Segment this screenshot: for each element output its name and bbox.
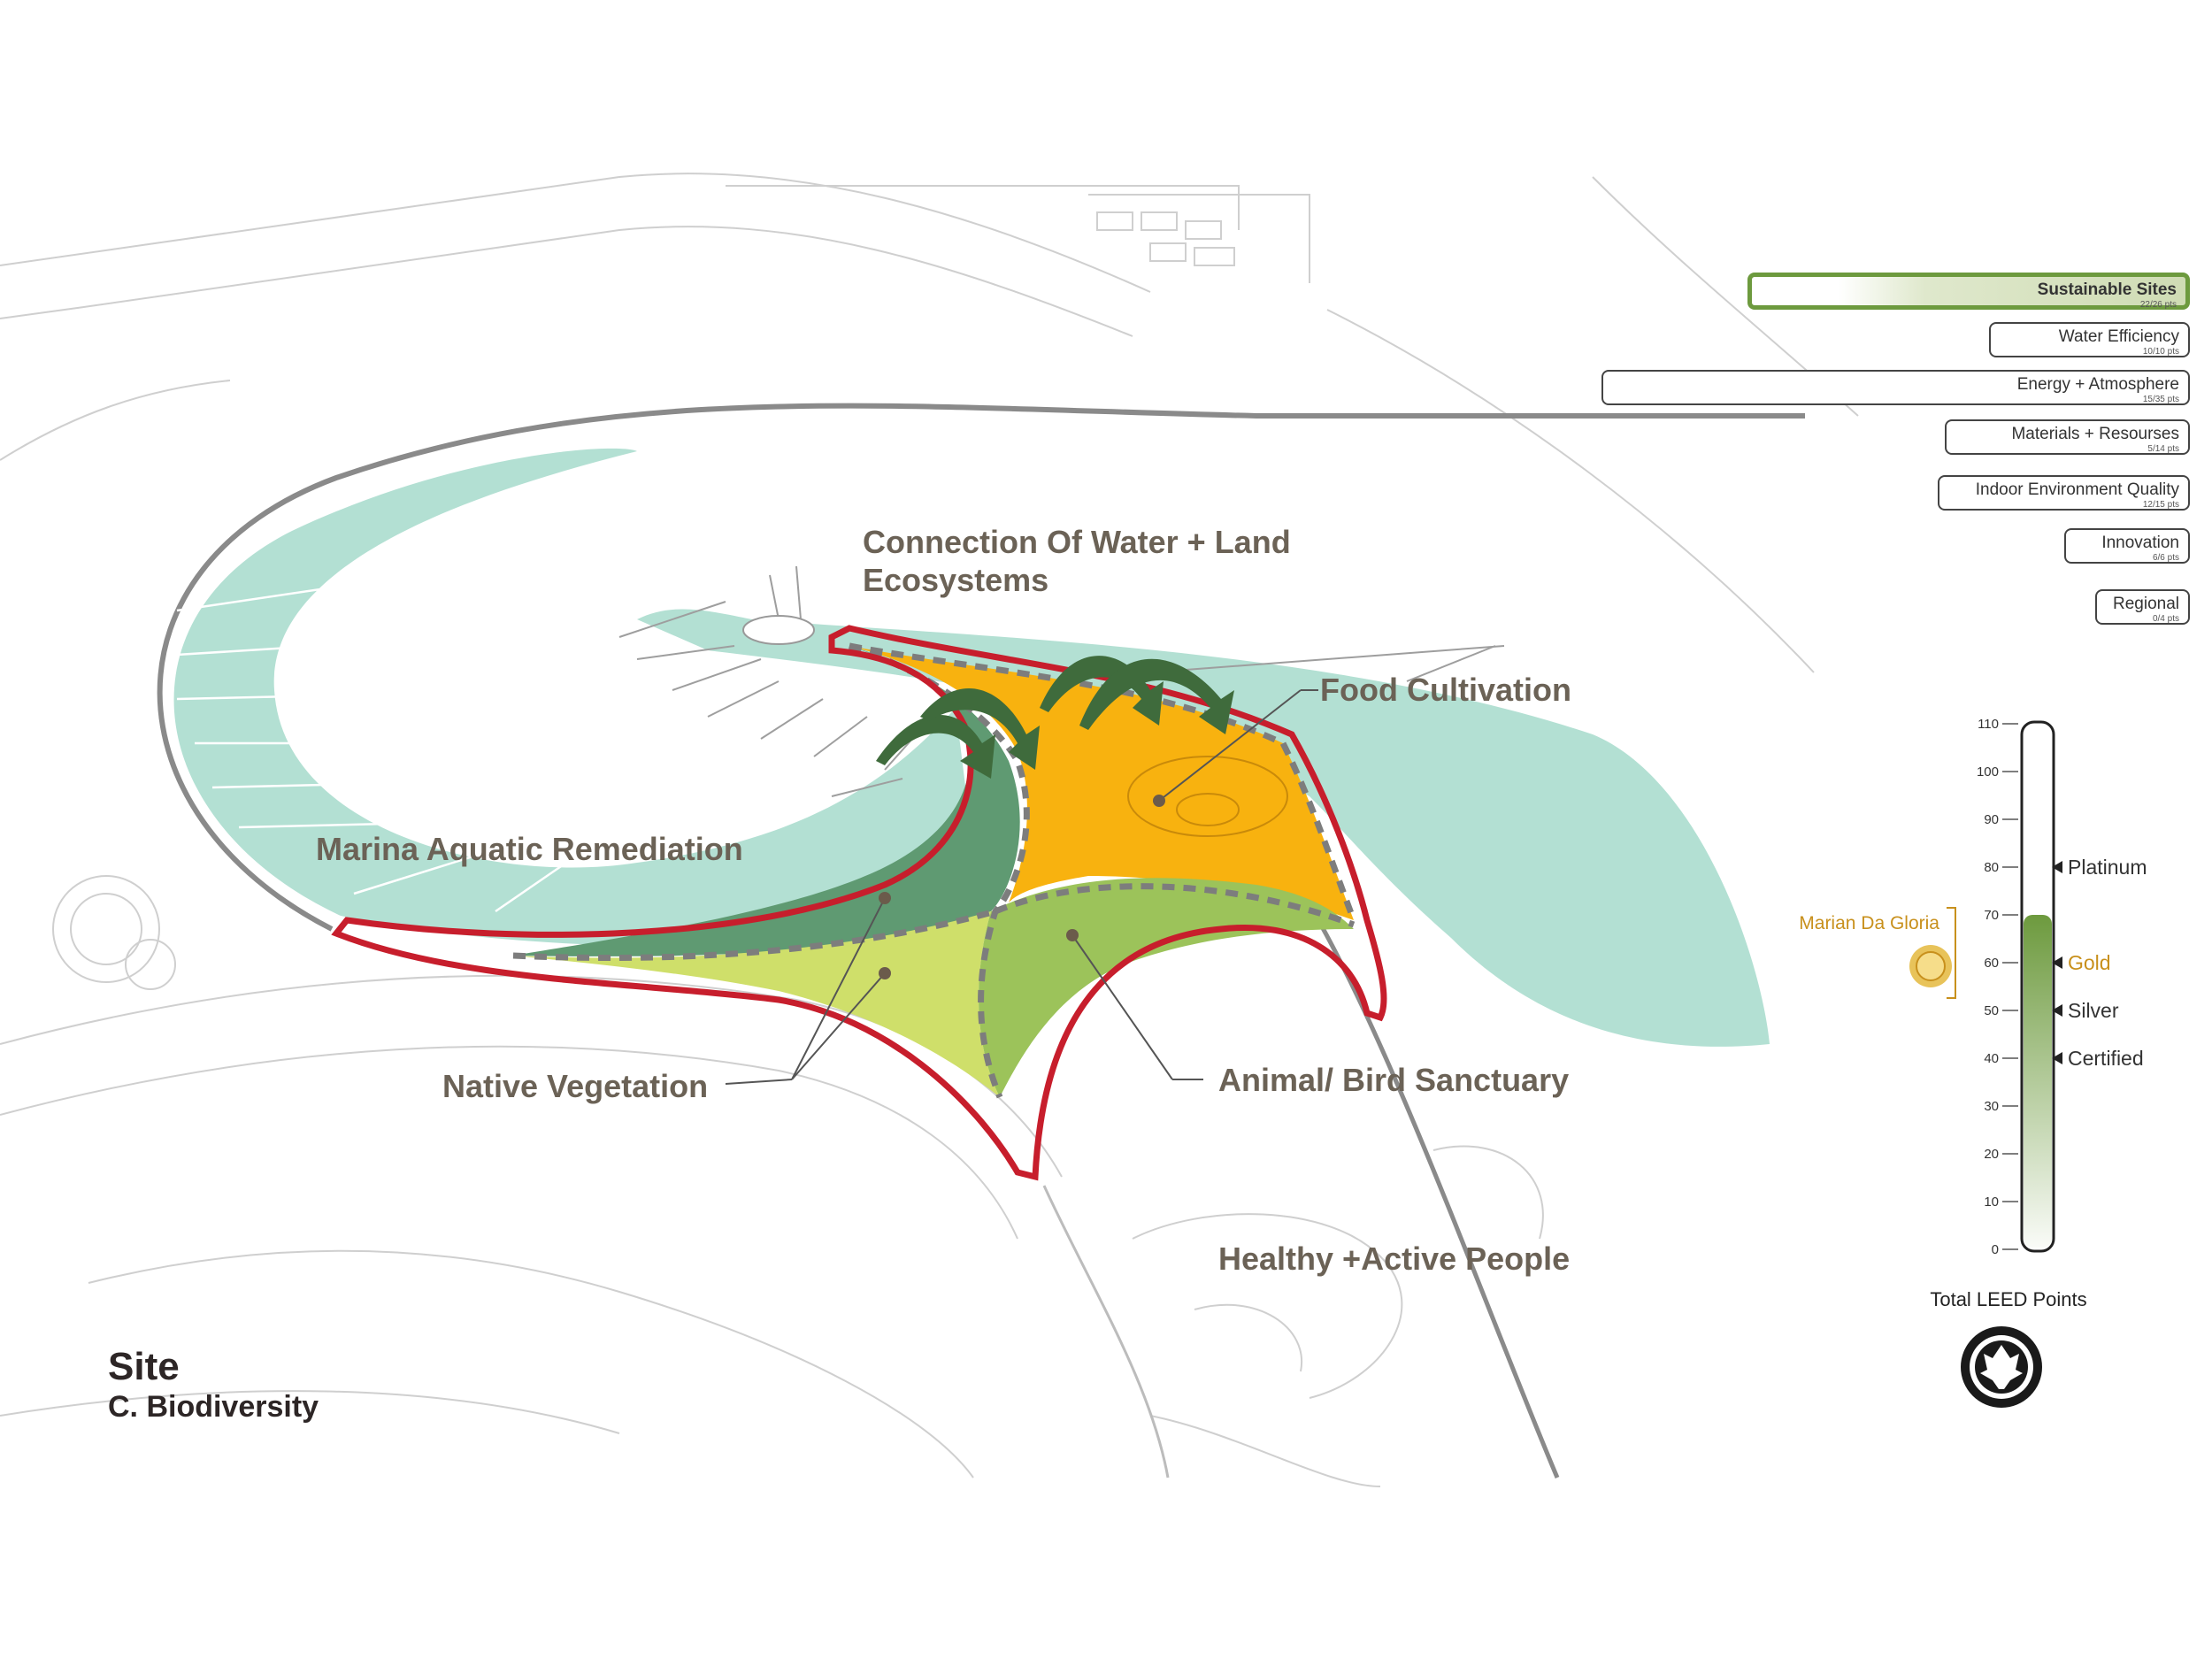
project-bracket bbox=[1947, 907, 1956, 999]
level-label-platinum: Platinum bbox=[2068, 856, 2147, 879]
category-points: 6/6 pts bbox=[2152, 553, 2179, 563]
category-name: Regional bbox=[2113, 595, 2179, 613]
category-points: 5/14 pts bbox=[2147, 444, 2179, 454]
label-marina: Marina Aquatic Remediation bbox=[316, 831, 743, 867]
scale-tick-label: 100 bbox=[1977, 764, 1999, 780]
label-food-cultivation: Food Cultivation bbox=[1320, 672, 1571, 708]
context-linework bbox=[0, 173, 1859, 1487]
leed-category-sustainable-sites[interactable]: Sustainable Sites 22/26 pts bbox=[1747, 273, 2190, 310]
scale-tick-label: 10 bbox=[1984, 1194, 1999, 1210]
leed-category-innovation[interactable]: Innovation 6/6 pts bbox=[2064, 528, 2190, 564]
leed-category-water-efficiency[interactable]: Water Efficiency 10/10 pts bbox=[1989, 322, 2190, 357]
water-channel bbox=[637, 609, 1770, 1047]
scale-tick-label: 40 bbox=[1984, 1051, 1999, 1066]
plaza bbox=[742, 615, 815, 645]
zone-native-vegetation bbox=[513, 911, 1000, 1097]
perimeter-road bbox=[157, 403, 1805, 1479]
scale-tick-label: 80 bbox=[1984, 860, 1999, 875]
usgbc-logo bbox=[1961, 1326, 2042, 1408]
label-native-vegetation: Native Vegetation bbox=[442, 1068, 708, 1104]
label-animal-sanctuary: Animal/ Bird Sanctuary bbox=[1218, 1062, 1569, 1098]
level-marker bbox=[2052, 861, 2062, 873]
leed-category-regional[interactable]: Regional 0/4 pts bbox=[2095, 589, 2190, 625]
scale-tick-label: 30 bbox=[1984, 1099, 1999, 1114]
scale-tick-label: 0 bbox=[1992, 1242, 1999, 1257]
project-name: Marian Da Gloria bbox=[1799, 913, 1939, 933]
category-name: Sustainable Sites bbox=[2037, 280, 2177, 299]
leed-category-energy-atmosphere[interactable]: Energy + Atmosphere 15/35 pts bbox=[1601, 370, 2190, 405]
scale-tick-label: 50 bbox=[1984, 1003, 1999, 1018]
level-label-gold: Gold bbox=[2068, 951, 2111, 974]
category-points: 22/26 pts bbox=[2139, 300, 2177, 310]
category-points: 12/15 pts bbox=[2142, 500, 2179, 510]
category-name: Innovation bbox=[2101, 534, 2179, 552]
pier-lines bbox=[618, 565, 1505, 797]
scale-tick-label: 90 bbox=[1984, 812, 1999, 827]
leed-category-indoor-environment[interactable]: Indoor Environment Quality 12/15 pts bbox=[1938, 475, 2190, 511]
category-name: Energy + Atmosphere bbox=[2016, 375, 2179, 394]
flow-arrows bbox=[876, 656, 1234, 779]
orchard-rings bbox=[1127, 756, 1288, 837]
label-water-land-2: Ecosystems bbox=[863, 562, 1048, 598]
category-points: 15/35 pts bbox=[2142, 395, 2179, 404]
scale-tick-label: 60 bbox=[1984, 956, 1999, 971]
leader-dots bbox=[879, 795, 1165, 979]
total-leed-points-label: Total LEED Points bbox=[1930, 1288, 2087, 1310]
leed-scale: 1101009080706050403020100PlatinumGoldSil… bbox=[1799, 717, 2147, 1257]
zone-dashed-boundaries bbox=[512, 642, 1357, 1099]
title-sub: C. Biodiversity bbox=[108, 1390, 319, 1424]
label-water-land-1: Connection Of Water + Land bbox=[863, 524, 1291, 560]
scale-tick-label: 110 bbox=[1978, 717, 1999, 732]
level-marker bbox=[2052, 956, 2062, 969]
category-points: 10/10 pts bbox=[2142, 347, 2179, 357]
site-title: Site C. Biodiversity bbox=[108, 1345, 319, 1425]
scale-tick-label: 20 bbox=[1984, 1147, 1999, 1162]
scale-fill bbox=[2024, 915, 2052, 1248]
leader-lines bbox=[725, 689, 1318, 1085]
category-name: Water Efficiency bbox=[2058, 327, 2179, 346]
scale-tick-label: 70 bbox=[1984, 908, 1999, 923]
category-name: Indoor Environment Quality bbox=[1975, 480, 2179, 499]
category-points: 0/4 pts bbox=[2152, 614, 2179, 624]
marina-docks bbox=[176, 573, 567, 913]
level-label-silver: Silver bbox=[2068, 999, 2119, 1022]
leed-category-materials-resources[interactable]: Materials + Resourses 5/14 pts bbox=[1945, 419, 2190, 455]
category-name: Materials + Resourses bbox=[2011, 425, 2179, 443]
level-marker bbox=[2052, 1004, 2062, 1017]
level-marker bbox=[2052, 1052, 2062, 1064]
zone-food-cultivation bbox=[849, 646, 1354, 920]
site-boundary[interactable] bbox=[331, 625, 1387, 1181]
gold-medal-icon bbox=[1909, 945, 1952, 987]
title-main: Site bbox=[108, 1345, 180, 1388]
label-healthy-people: Healthy +Active People bbox=[1218, 1240, 1570, 1277]
level-label-certified: Certified bbox=[2068, 1047, 2144, 1070]
